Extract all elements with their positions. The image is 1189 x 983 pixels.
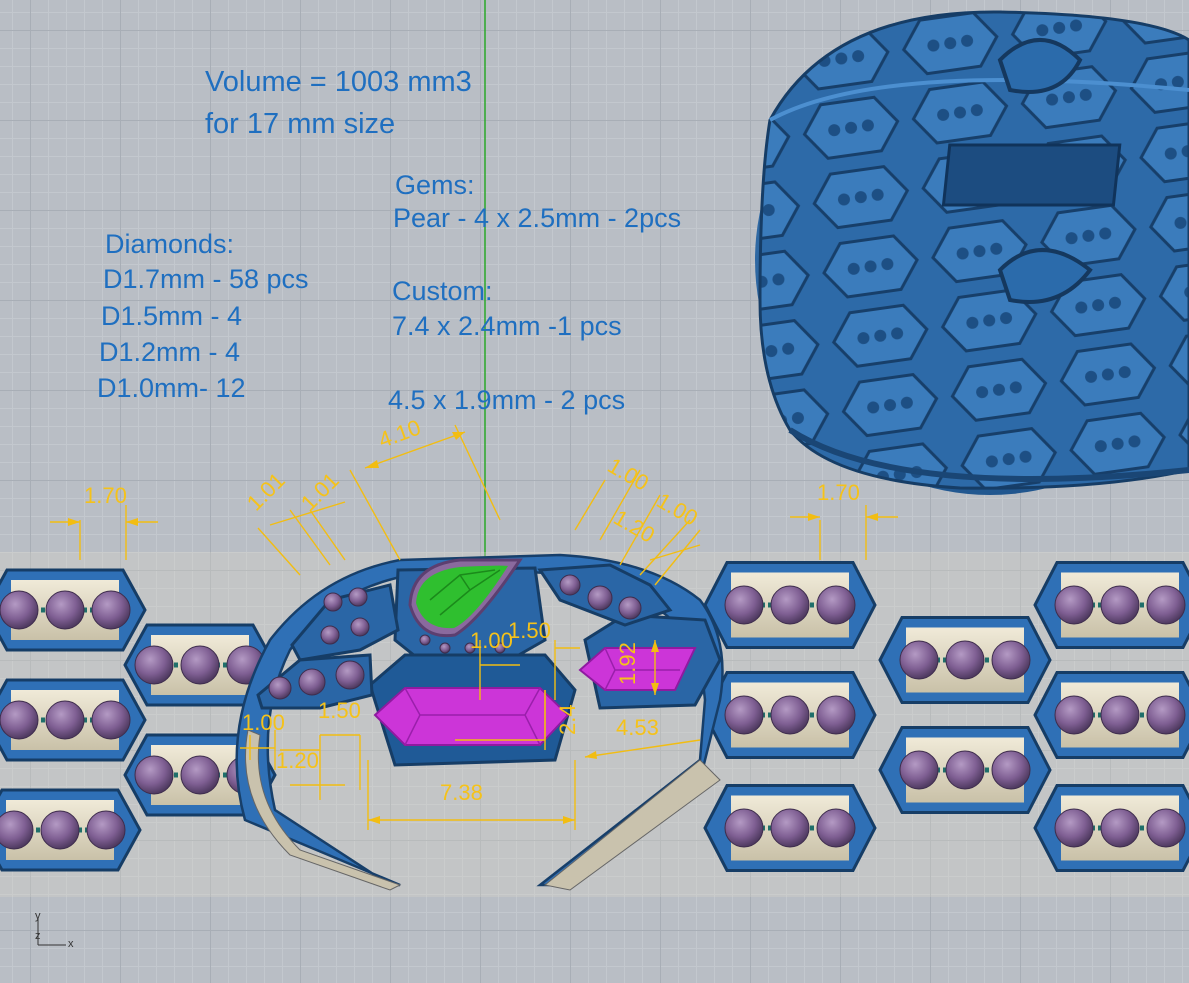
diamond-spec-1: D1.7mm - 58 pcs	[103, 264, 309, 294]
diamond-gem	[0, 810, 34, 850]
dim-1-92: 1.92	[615, 642, 640, 685]
dim-1-70-left: 1.70	[84, 483, 127, 508]
diamond-gem	[40, 810, 80, 850]
gems-pear-spec: Pear - 4 x 2.5mm - 2pcs	[393, 203, 682, 233]
ring-3d-preview[interactable]	[755, 10, 1189, 495]
custom-gem-large[interactable]	[373, 687, 570, 746]
diamond-gem	[816, 585, 856, 625]
custom-title: Custom:	[392, 276, 493, 306]
diamond-gem	[724, 808, 764, 848]
size-note: for 17 mm size	[205, 108, 396, 140]
custom-gem-small[interactable]	[578, 647, 697, 691]
diamond-gem	[1100, 808, 1140, 848]
dim-7-38: 7.38	[440, 780, 483, 805]
axis-widget: y z x	[30, 910, 80, 955]
diamond-spec-3: D1.2mm - 4	[99, 337, 241, 367]
dim-4-53: 4.53	[616, 715, 659, 740]
dim-1-50-b: 1.50	[318, 698, 361, 723]
diamond-gem	[134, 645, 174, 685]
diamond-gem	[899, 640, 939, 680]
custom-spec-1: 7.4 x 2.4mm -1 pcs	[392, 311, 622, 341]
diamond-gem	[770, 585, 810, 625]
diamond-gem	[816, 808, 856, 848]
axis-y-label: y	[35, 910, 41, 922]
diamond-gem	[945, 750, 985, 790]
axis-x-label: x	[68, 938, 74, 950]
custom-spec-2: 4.5 x 1.9mm - 2 pcs	[388, 385, 626, 415]
diamond-gem	[180, 755, 220, 795]
diamond-gem	[1100, 585, 1140, 625]
axis-icon	[37, 918, 66, 946]
diamond-gem	[0, 700, 39, 740]
dim-2-4: 2.4	[555, 704, 580, 735]
gems-title: Gems:	[395, 170, 475, 200]
diamond-gem	[991, 640, 1031, 680]
diamond-gem	[770, 808, 810, 848]
dim-1-00-c: 1.00	[470, 628, 513, 653]
dim-1-01-b: 1.01	[296, 468, 344, 516]
diamond-gem	[1146, 585, 1186, 625]
dimension-labels: 1.70 1.01 1.01 4.10 1.00 1.20 1.00 1.70 …	[84, 415, 860, 805]
diamond-gem	[1054, 695, 1094, 735]
axis-z-label: z	[35, 930, 41, 942]
diamond-spec-4: D1.0mm- 12	[97, 373, 246, 403]
diamond-gem	[134, 755, 174, 795]
diamond-gem	[899, 750, 939, 790]
diamond-gem	[1054, 585, 1094, 625]
diamond-gem	[1146, 695, 1186, 735]
dim-1-20-b: 1.20	[276, 748, 319, 773]
dim-1-00-d: 1.00	[242, 710, 285, 735]
diamond-gem	[1054, 808, 1094, 848]
pear-gem[interactable]	[408, 558, 523, 638]
diamond-gem	[180, 645, 220, 685]
diamond-gem	[991, 750, 1031, 790]
diamond-gem	[724, 695, 764, 735]
diamond-gem	[816, 695, 856, 735]
diamond-gem	[0, 590, 39, 630]
diamond-gem	[91, 590, 131, 630]
diamond-gem	[45, 700, 85, 740]
dim-1-00-b: 1.00	[653, 488, 703, 531]
dim-1-70-right: 1.70	[817, 480, 860, 505]
dim-1-50-a: 1.50	[508, 618, 551, 643]
diamond-gem	[1100, 695, 1140, 735]
volume-note: Volume = 1003 mm3	[205, 66, 472, 98]
diamond-gem	[945, 640, 985, 680]
dimension-lines	[50, 424, 898, 830]
diamond-gem	[770, 695, 810, 735]
diamond-gem	[45, 590, 85, 630]
dim-1-01-a: 1.01	[242, 468, 290, 516]
diamond-gem	[724, 585, 764, 625]
diamond-spec-2: D1.5mm - 4	[101, 301, 243, 331]
diamond-gem	[91, 700, 131, 740]
ring-flat-layout[interactable]	[0, 552, 1189, 897]
dim-4-10: 4.10	[375, 415, 424, 453]
diamonds-title: Diamonds:	[105, 229, 235, 259]
diamond-gem	[86, 810, 126, 850]
diamond-gem	[1146, 808, 1186, 848]
